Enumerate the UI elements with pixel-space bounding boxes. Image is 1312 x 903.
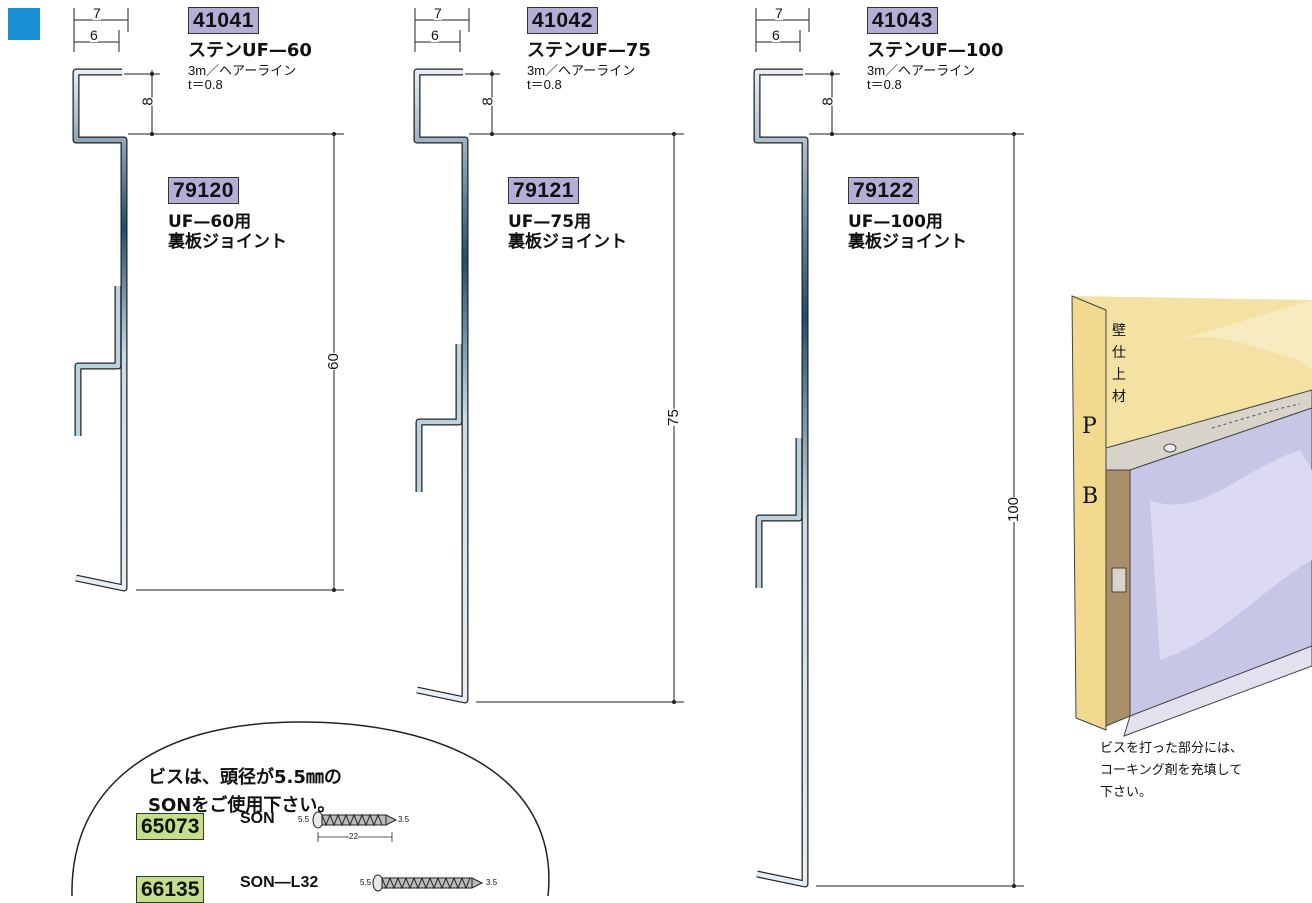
- wall-label-char: 上: [1112, 367, 1126, 383]
- note-line1: ビスは、頭径が5.5㎜の: [148, 767, 342, 788]
- product-code-uf100: 41043: [867, 7, 938, 34]
- joint-name1-uf60: UF—60用: [168, 212, 252, 232]
- profile-uf100: [753, 8, 1024, 888]
- dim-top2-uf60: 6: [90, 27, 98, 43]
- screw-name-son: SON: [240, 810, 275, 827]
- product-code-uf60: 41041: [188, 7, 259, 34]
- wall-label-char: 壁: [1112, 323, 1126, 339]
- caption-line3: 下さい。: [1100, 785, 1153, 800]
- screw-code-son-l32: 66135: [136, 876, 205, 903]
- pb-label-b: B: [1082, 484, 1099, 509]
- dim-top-uf75: [414, 8, 684, 704]
- product-spec2-uf100: t＝0.8: [867, 77, 902, 92]
- screw-shank-son: 3.5: [398, 815, 410, 824]
- joint-name1-uf75: UF—75用: [508, 212, 592, 232]
- screw-name-son-l32: SON—L32: [240, 874, 319, 891]
- dim-side-uf60: 8: [139, 97, 157, 106]
- product-spec2-uf75: t＝0.8: [527, 77, 562, 92]
- dim-top1-uf60: 7: [93, 5, 101, 21]
- dim-top2-uf100: 6: [772, 27, 780, 43]
- product-name-uf75: ステンUF—75: [527, 40, 651, 61]
- dim-side-uf75: 8: [479, 97, 497, 106]
- product-spec1-uf75: 3m／ヘアーライン: [527, 63, 636, 78]
- note-bubble: [71, 721, 550, 896]
- screw-son-drawing: [312, 811, 398, 842]
- dim-height-uf100: 100: [1005, 496, 1023, 523]
- profile-uf60: [72, 8, 344, 592]
- note-line2: SONをご使用下さい。: [148, 795, 336, 816]
- wall-finish-label: 壁 仕 上 材: [1112, 320, 1128, 408]
- joint-name1-uf100: UF—100用: [848, 212, 943, 232]
- joint-code-uf100: 79122: [848, 177, 919, 204]
- joint-name2-uf100: 裏板ジョイント: [848, 232, 967, 252]
- screw-head-son: 5.5: [298, 815, 310, 824]
- dim-height-uf60: 60: [324, 353, 342, 370]
- product-spec2-uf60: t＝0.8: [188, 77, 223, 92]
- product-name-uf60: ステンUF—60: [188, 40, 312, 61]
- dim-top1-uf100: 7: [775, 5, 783, 21]
- screw-shank-son-l32: 3.5: [486, 878, 498, 887]
- dim-side-uf100: 8: [819, 97, 837, 106]
- dim-height-uf75: 75: [664, 409, 682, 426]
- screw-length-son: 22: [349, 832, 358, 841]
- product-code-uf75: 41042: [527, 7, 598, 34]
- joint-code-uf75: 79121: [508, 177, 579, 204]
- product-spec1-uf100: 3m／ヘアーライン: [867, 63, 976, 78]
- screw-code-son: 65073: [136, 813, 205, 840]
- joint-name2-uf75: 裏板ジョイント: [508, 232, 627, 252]
- dim-top2-uf75: 6: [431, 27, 439, 43]
- installation-illustration: [1071, 295, 1312, 737]
- product-spec1-uf60: 3m／ヘアーライン: [188, 63, 297, 78]
- product-name-uf100: ステンUF—100: [867, 40, 1004, 61]
- profile-uf75: [413, 8, 684, 704]
- wall-label-char: 材: [1112, 389, 1126, 405]
- corner-marker: [8, 8, 40, 40]
- dim-top1-uf75: 7: [434, 5, 442, 21]
- caption-line1: ビスを打った部分には、: [1100, 741, 1244, 756]
- joint-name2-uf60: 裏板ジョイント: [168, 232, 287, 252]
- pb-label-p: P: [1082, 414, 1097, 439]
- joint-code-uf60: 79120: [168, 177, 239, 204]
- screw-head-son-l32: 5.5: [360, 878, 372, 887]
- wall-label-char: 仕: [1112, 345, 1126, 361]
- screw-son-l32-drawing: [372, 874, 484, 892]
- caption-line2: コーキング剤を充填して: [1100, 763, 1243, 778]
